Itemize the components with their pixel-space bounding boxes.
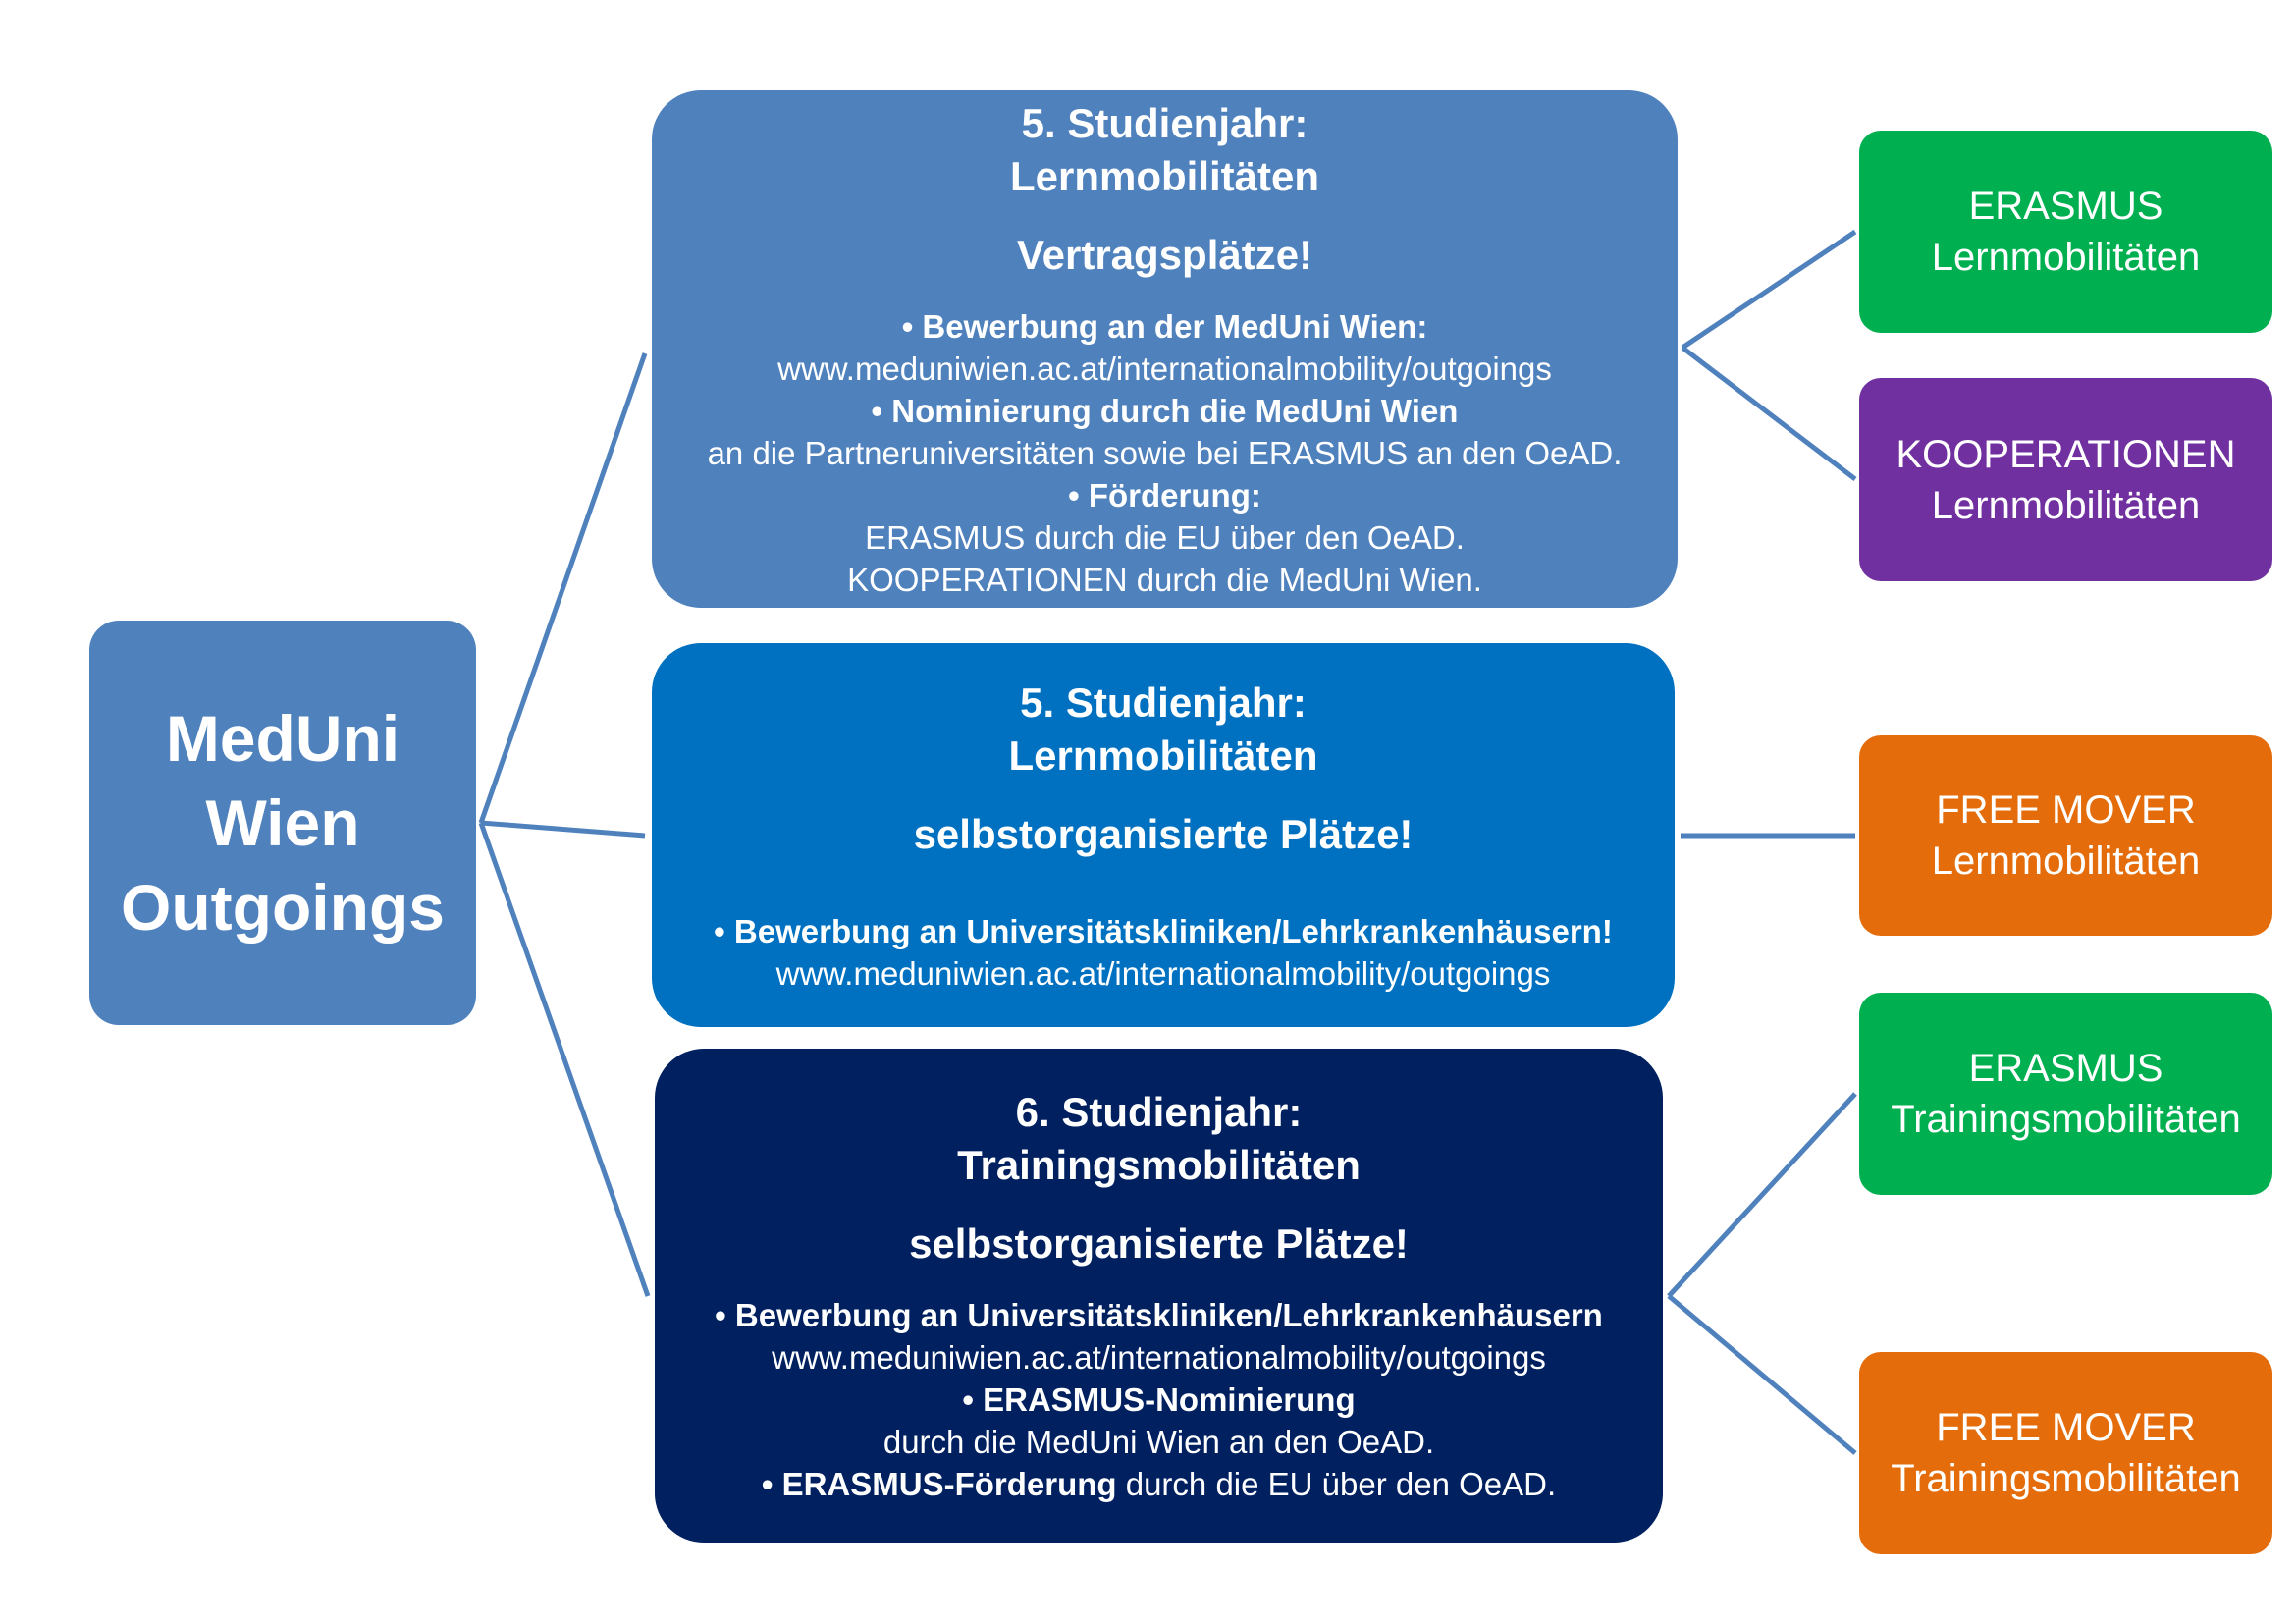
connector-root-box2 (480, 820, 646, 839)
box-line: • Bewerbung an der MedUni Wien: (901, 308, 1428, 345)
connector-box1-erasmus (1681, 229, 1857, 351)
box-line: • ERASMUS-Förderung durch die EU über de… (761, 1466, 1557, 1502)
box-heading: Lernmobilitäten (1009, 153, 1320, 199)
box-subheading: Vertragsplätze! (1016, 232, 1313, 278)
box-line: • Nominierung durch die MedUni Wien (871, 393, 1459, 429)
box-link-url[interactable]: www.meduniwien.ac.at/internationalmobili… (775, 954, 1551, 992)
box-heading: Trainingsmobilitäten (957, 1142, 1361, 1188)
leaf-title: FREE MOVER (1936, 1406, 2196, 1449)
root-line: MedUni (165, 702, 400, 775)
box-line: • ERASMUS-Nominierung (962, 1381, 1356, 1418)
box-subheading: selbstorganisierte Plätze! (909, 1220, 1409, 1267)
leaf-title: KOOPERATIONEN (1896, 432, 2236, 476)
leaf-kooperationen-lernmobilitaeten: KOOPERATIONEN Lernmobilitäten (1859, 378, 2272, 581)
box-line: • Förderung: (1068, 477, 1261, 514)
root-line: Wien (205, 786, 360, 859)
box-line: • Bewerbung an Universitätskliniken/Lehr… (714, 912, 1613, 949)
box-link-url[interactable]: www.meduniwien.ac.at/internationalmobili… (777, 351, 1552, 387)
box-6-studienjahr-trainingsmobilitaeten: 6. Studienjahr: Trainingsmobilitäten sel… (655, 1049, 1663, 1543)
box-heading: 5. Studienjahr: (1020, 678, 1307, 726)
leaf-title: ERASMUS (1968, 1047, 2163, 1090)
connector-box3-erasmus (1667, 1092, 1857, 1298)
leaf-freemover-lernmobilitaeten: FREE MOVER Lernmobilitäten (1859, 735, 2272, 936)
leaf-erasmus-lernmobilitaeten: ERASMUS Lernmobilitäten (1859, 131, 2272, 333)
box-heading: 5. Studienjahr: (1021, 100, 1308, 146)
box-line: KOOPERATIONEN durch die MedUni Wien. (847, 562, 1482, 598)
box-subheading: selbstorganisierte Plätze! (913, 810, 1414, 857)
box-heading: 6. Studienjahr: (1015, 1089, 1303, 1135)
leaf-title: FREE MOVER (1936, 788, 2196, 832)
leaf-title: ERASMUS (1968, 185, 2163, 228)
connector-root-box1 (478, 352, 648, 824)
connector-root-box3 (478, 822, 651, 1297)
leaf-subtitle: Lernmobilitäten (1931, 839, 2201, 883)
leaf-subtitle: Trainingsmobilitäten (1891, 1457, 2241, 1500)
leaf-subtitle: Trainingsmobilitäten (1891, 1098, 2241, 1141)
leaf-subtitle: Lernmobilitäten (1931, 236, 2201, 279)
connector-box3-freemover (1667, 1294, 1857, 1455)
box-5-studienjahr-selbstorganisiert: 5. Studienjahr: Lernmobilitäten selbstor… (652, 643, 1675, 1027)
connector-box1-kooperationen (1681, 346, 1857, 481)
box-line: ERASMUS durch die EU über den OeAD. (865, 519, 1465, 556)
box-line: an die Partneruniversitäten sowie bei ER… (707, 435, 1623, 471)
box-line: durch die MedUni Wien an den OeAD. (882, 1424, 1435, 1460)
box-5-studienjahr-vertragsplaetze: 5. Studienjahr: Lernmobilitäten Vertrags… (652, 90, 1678, 608)
leaf-freemover-trainingsmobilitaeten: FREE MOVER Trainingsmobilitäten (1859, 1352, 2272, 1554)
box-link-url[interactable]: www.meduniwien.ac.at/internationalmobili… (772, 1339, 1546, 1376)
box-line: • Bewerbung an Universitätskliniken/Lehr… (715, 1297, 1603, 1333)
box-heading: Lernmobilitäten (1008, 731, 1318, 779)
leaf-subtitle: Lernmobilitäten (1931, 483, 2201, 527)
root-node-meduni-wien-outgoings: MedUni Wien Outgoings (89, 621, 476, 1025)
root-line: Outgoings (121, 871, 445, 944)
leaf-erasmus-trainingsmobilitaeten: ERASMUS Trainingsmobilitäten (1859, 993, 2272, 1195)
